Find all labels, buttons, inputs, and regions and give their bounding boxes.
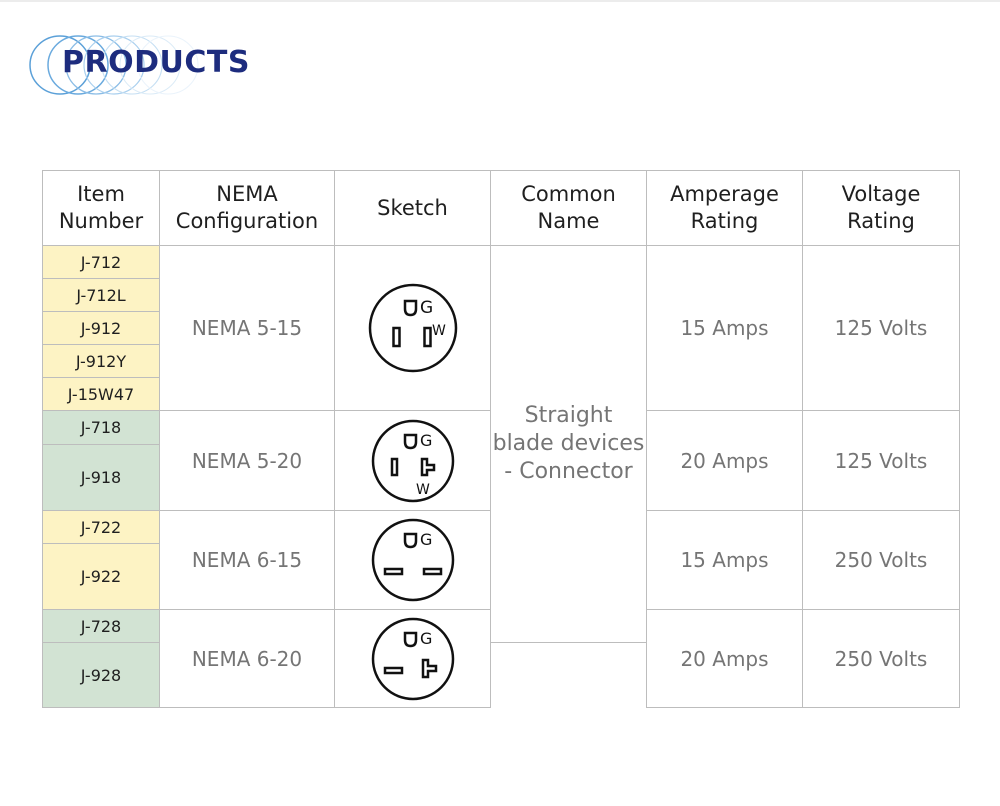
- header-sketch-label: Sketch: [377, 195, 448, 220]
- item-number-cell: J-928: [42, 642, 160, 708]
- header-common-line2: Name: [537, 209, 600, 233]
- nema-5-20-receptacle-icon: G W: [371, 419, 454, 502]
- table-row: J-712 NEMA 5-15 G W Straight blade devic…: [42, 245, 960, 643]
- header-item-line2: Number: [58, 209, 144, 233]
- products-table: Item Number NEMA Configuration Sketch Co…: [42, 170, 960, 708]
- common-name-line1: Straight: [524, 403, 613, 428]
- common-name-line2: blade devices: [492, 431, 645, 456]
- table-row: J-722 NEMA 6-15 G 15 Amps 250 Volts: [42, 510, 960, 610]
- products-logo: PRODUCTS: [26, 34, 249, 98]
- common-name-cell: Straight blade devices - Connector: [490, 245, 647, 643]
- voltage-cell: 125 Volts: [802, 410, 960, 511]
- header-common-line1: Common: [521, 182, 616, 206]
- item-number-cell: J-722: [42, 510, 160, 544]
- nema-config-cell: NEMA 6-15: [159, 510, 335, 610]
- top-divider: [0, 0, 1000, 2]
- amperage-cell: 15 Amps: [646, 510, 803, 610]
- item-number-cell: J-718: [42, 410, 160, 445]
- table-row: J-712L: [42, 278, 960, 312]
- header-nema-line1: NEMA: [216, 182, 278, 206]
- white-label: W: [416, 482, 430, 498]
- header-nema-line2: Configuration: [175, 209, 319, 233]
- header-amp-line1: Amperage: [670, 182, 779, 206]
- table-row: J-15W47: [42, 377, 960, 411]
- nema-5-15-receptacle-icon: G W: [368, 283, 457, 373]
- table-row: J-912: [42, 311, 960, 345]
- nema-config-cell: NEMA 6-20: [159, 609, 335, 708]
- sketch-cell: G W: [334, 245, 491, 411]
- table-row: J-718 NEMA 5-20 G W 20 Amps 125 Volts: [42, 410, 960, 511]
- item-number-cell: J-912Y: [42, 344, 160, 378]
- voltage-cell: 250 Volts: [802, 609, 960, 708]
- item-number-cell: J-15W47: [42, 377, 160, 411]
- item-number-cell: J-918: [42, 444, 160, 511]
- ground-label: G: [420, 431, 432, 450]
- header-nema-configuration: NEMA Configuration: [159, 170, 335, 246]
- header-common-name: Common Name: [490, 170, 647, 246]
- voltage-cell: 250 Volts: [802, 510, 960, 610]
- sketch-cell: G: [334, 609, 491, 708]
- ground-label: G: [420, 530, 432, 549]
- ground-label: G: [420, 298, 433, 318]
- voltage-cell: 125 Volts: [802, 245, 960, 411]
- rings-logo-icon: [29, 35, 199, 95]
- item-number-cell: J-922: [42, 543, 160, 610]
- sketch-cell: G W: [334, 410, 491, 511]
- table-row: J-728 NEMA 6-20 G 20 Amps 250 Volts: [42, 609, 960, 708]
- header-volt-line1: Voltage: [841, 182, 921, 206]
- header-row: Item Number NEMA Configuration Sketch Co…: [42, 170, 960, 246]
- nema-6-20-receptacle-icon: G: [371, 617, 454, 700]
- sketch-cell: G: [334, 510, 491, 610]
- item-number-cell: J-712L: [42, 278, 160, 312]
- header-sketch: Sketch: [334, 170, 491, 246]
- item-number-cell: J-712: [42, 245, 160, 279]
- table-row: J-928: [42, 642, 960, 708]
- nema-config-cell: NEMA 5-15: [159, 245, 335, 411]
- header-volt-line2: Rating: [847, 209, 915, 233]
- header-item-line1: Item: [77, 182, 125, 206]
- header-amperage-rating: Amperage Rating: [646, 170, 803, 246]
- table-row: J-918: [42, 444, 960, 511]
- item-number-cell: J-728: [42, 609, 160, 643]
- ground-label: G: [420, 629, 432, 648]
- header-amp-line2: Rating: [690, 209, 759, 233]
- nema-config-cell: NEMA 5-20: [159, 410, 335, 511]
- item-number-cell: J-912: [42, 311, 160, 345]
- common-name-line3: - Connector: [504, 459, 633, 484]
- header-voltage-rating: Voltage Rating: [802, 170, 960, 246]
- white-label: W: [432, 323, 446, 339]
- header-item-number: Item Number: [42, 170, 160, 246]
- amperage-cell: 15 Amps: [646, 245, 803, 411]
- amperage-cell: 20 Amps: [646, 410, 803, 511]
- table-row: J-922: [42, 543, 960, 610]
- table-row: J-912Y: [42, 344, 960, 378]
- page-title: PRODUCTS: [62, 45, 250, 80]
- nema-6-15-receptacle-icon: G: [371, 518, 454, 602]
- amperage-cell: 20 Amps: [646, 609, 803, 708]
